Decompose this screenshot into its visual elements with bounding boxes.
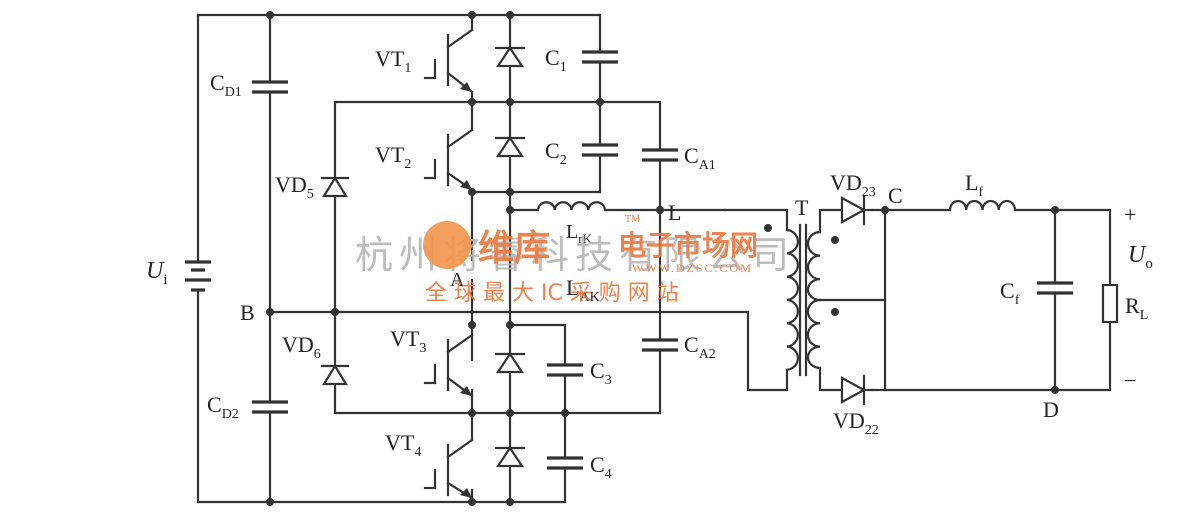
- label-c2: C2: [545, 138, 567, 168]
- label-transformer: T: [795, 195, 809, 220]
- label-lf: Lf: [965, 170, 983, 200]
- label-uo: Uo: [1128, 242, 1153, 272]
- diode-d1: [494, 46, 526, 68]
- capacitor-c1: [582, 50, 618, 64]
- transformer-t: [764, 223, 839, 377]
- label-vt4: VT4: [385, 430, 421, 460]
- label-node-d: D: [1043, 397, 1059, 422]
- label-vd22: VD22: [833, 408, 879, 438]
- label-ui: Ui: [146, 258, 168, 288]
- capacitor-cf: [1037, 281, 1073, 295]
- label-cd1: CD1: [210, 70, 242, 100]
- diode-d4: [494, 446, 526, 468]
- capacitor-ca1: [642, 148, 678, 162]
- watermark: 杭州将睿科技有限公司 维库 TM 电子市场网 WWW.DZSC.COM 全 球 …: [355, 214, 789, 306]
- label-lrk: LrK: [566, 221, 593, 246]
- label-node-b: B: [240, 300, 255, 325]
- label-c4: C4: [590, 452, 612, 482]
- capacitor-c4: [547, 456, 583, 470]
- label-vd6: VD6: [282, 332, 321, 362]
- watermark-slogan: 全 球 最 大 IC 采 购 网 站: [425, 281, 679, 306]
- inductor-lf: [948, 199, 1017, 212]
- component-labels: VT1 VT2 VT3 VT4 C1 C2 C3 C4 CA1 CA2 CD1 …: [146, 45, 1153, 482]
- inductor-lrk: [536, 201, 607, 212]
- label-minus: −: [1124, 368, 1136, 393]
- label-cd2: CD2: [207, 392, 239, 422]
- diode-d3: [494, 352, 526, 374]
- label-vt3: VT3: [390, 326, 426, 356]
- diode-d2: [494, 136, 526, 158]
- igbt-vt3: [423, 333, 474, 398]
- diode-vd6: [320, 363, 350, 386]
- label-plus: +: [1124, 202, 1136, 227]
- wires: [196, 13, 1112, 504]
- capacitor-c3: [547, 363, 583, 377]
- igbt-vt4: [423, 438, 474, 500]
- watermark-logo-icon: [423, 221, 471, 269]
- label-c3: C3: [590, 358, 612, 388]
- capacitor-cd2: [252, 400, 288, 414]
- label-vd5: VD5: [275, 172, 314, 202]
- label-vd23: VD23: [830, 170, 876, 200]
- watermark-url: WWW.DZSC.COM: [632, 261, 753, 275]
- capacitor-cd1: [252, 80, 288, 94]
- label-ca2: CA2: [684, 332, 716, 362]
- capacitor-ca2: [642, 338, 678, 352]
- label-vt2: VT2: [375, 142, 411, 172]
- igbt-vt1: [423, 28, 474, 94]
- watermark-site-cn: 电子市场网: [618, 229, 758, 262]
- diode-vd22: [840, 374, 874, 406]
- resistor-rl: [1101, 283, 1119, 324]
- label-node-c: C: [888, 183, 903, 208]
- label-rl: RL: [1125, 293, 1148, 323]
- label-node-a: A: [450, 269, 465, 291]
- label-node-l: L: [668, 200, 681, 225]
- diode-vd23: [840, 194, 874, 226]
- label-cf: Cf: [1000, 278, 1020, 308]
- igbt-vt2: [423, 128, 474, 192]
- watermark-tm: TM: [625, 214, 640, 225]
- label-c1: C1: [545, 45, 567, 75]
- label-ca1: CA1: [684, 143, 716, 173]
- capacitor-c2: [582, 143, 618, 157]
- watermark-brand: 维库: [478, 228, 550, 269]
- diode-vd5: [320, 175, 350, 198]
- battery-ui: [185, 260, 211, 292]
- junction-dots: [266, 11, 1059, 506]
- label-lak: LAK: [566, 275, 600, 305]
- label-vt1: VT1: [375, 46, 411, 76]
